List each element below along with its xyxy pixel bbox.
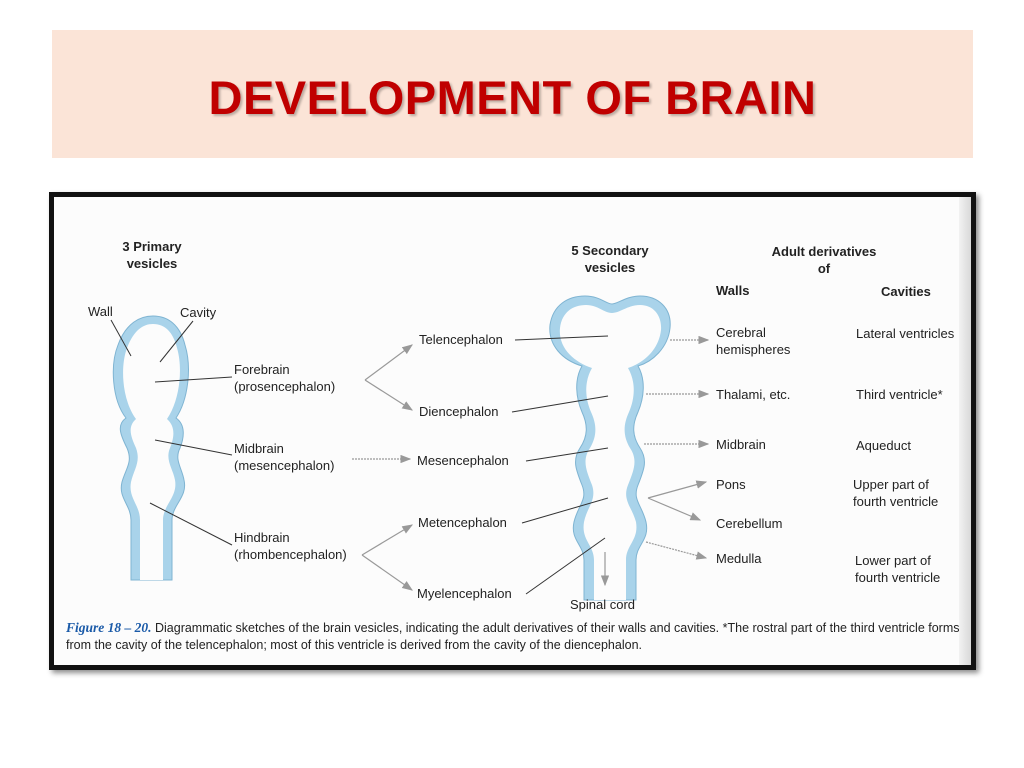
wall-pons: Pons: [716, 477, 746, 492]
wall-medulla: Medulla: [716, 551, 762, 566]
figure-caption: Figure 18 – 20. Diagrammatic sketches of…: [66, 619, 971, 654]
arrow-hindbrain-metencephalon: [361, 524, 414, 556]
myelencephalon-leader: [525, 537, 606, 595]
arrow-cerebellum: [647, 497, 702, 521]
secondary-vesicle-cavity: [559, 305, 662, 600]
adult-header-line1: Adult derivatives: [772, 244, 877, 259]
cavity-leader: [159, 320, 194, 363]
diencephalon-leader: [511, 395, 609, 413]
myelencephalon-label: Myelencephalon: [417, 586, 512, 601]
cavity-label: Cavity: [180, 305, 217, 320]
figure-scan: [54, 197, 971, 665]
hindbrain-latin: (rhombencephalon): [234, 547, 347, 562]
arrow-forebrain-telencephalon: [364, 344, 413, 381]
midbrain-label: Midbrain: [234, 441, 284, 456]
arrow-medulla: [645, 541, 708, 560]
metencephalon-label: Metencephalon: [418, 515, 507, 530]
mesencephalon-label: Mesencephalon: [417, 453, 509, 468]
forebrain-latin: (prosencephalon): [234, 379, 335, 394]
secondary-header-line1: 5 Secondary: [571, 243, 649, 258]
hindbrain-leader: [149, 502, 233, 546]
caption-text: Diagrammatic sketches of the brain vesic…: [66, 621, 960, 652]
cavity-lateral: Lateral ventricles: [856, 326, 955, 341]
wall-cerebral-line2: hemispheres: [716, 342, 791, 357]
adult-header-line2: of: [818, 261, 831, 276]
wall-midbrain: Midbrain: [716, 437, 766, 452]
mesencephalon-leader: [525, 447, 609, 462]
cavity-lower-fourth-line2: fourth ventricle: [855, 570, 940, 585]
arrow-pons: [647, 480, 708, 499]
forebrain-leader: [154, 376, 233, 383]
scan-edge: [959, 197, 971, 665]
cavity-aqueduct: Aqueduct: [856, 438, 911, 453]
cavities-header: Cavities: [881, 284, 931, 299]
wall-leader: [110, 319, 132, 357]
figure-frame: [49, 192, 976, 670]
primary-header-line1: 3 Primary: [122, 239, 182, 254]
arrow-forebrain-diencephalon: [364, 379, 414, 411]
cavity-upper-fourth-line2: fourth ventricle: [853, 494, 938, 509]
cavity-upper-fourth-line1: Upper part of: [853, 477, 929, 492]
forebrain-label: Forebrain: [234, 362, 290, 377]
title-band: DEVELOPMENT OF BRAIN: [52, 30, 973, 158]
metencephalon-leader: [521, 497, 609, 524]
telencephalon-leader: [514, 335, 609, 341]
midbrain-latin: (mesencephalon): [234, 458, 334, 473]
cavity-third: Third ventricle*: [856, 387, 943, 402]
cavity-lower-fourth-line1: Lower part of: [855, 553, 931, 568]
primary-vesicle-cavity: [123, 324, 180, 580]
primary-header-line2: vesicles: [127, 256, 178, 271]
caption-label: Figure 18 – 20.: [66, 620, 152, 635]
hindbrain-label: Hindbrain: [234, 530, 290, 545]
spinal-cord-label: Spinal cord: [570, 597, 635, 612]
walls-header: Walls: [716, 283, 749, 298]
arrow-hindbrain-myelencephalon: [361, 554, 413, 591]
wall-cerebellum: Cerebellum: [716, 516, 782, 531]
secondary-header-line2: vesicles: [585, 260, 636, 275]
telencephalon-label: Telencephalon: [419, 332, 503, 347]
slide-title: DEVELOPMENT OF BRAIN: [208, 71, 817, 124]
wall-thalami: Thalami, etc.: [716, 387, 790, 402]
midbrain-leader: [154, 439, 233, 456]
wall-cerebral-line1: Cerebral: [716, 325, 766, 340]
diencephalon-label: Diencephalon: [419, 404, 499, 419]
wall-label: Wall: [88, 304, 113, 319]
